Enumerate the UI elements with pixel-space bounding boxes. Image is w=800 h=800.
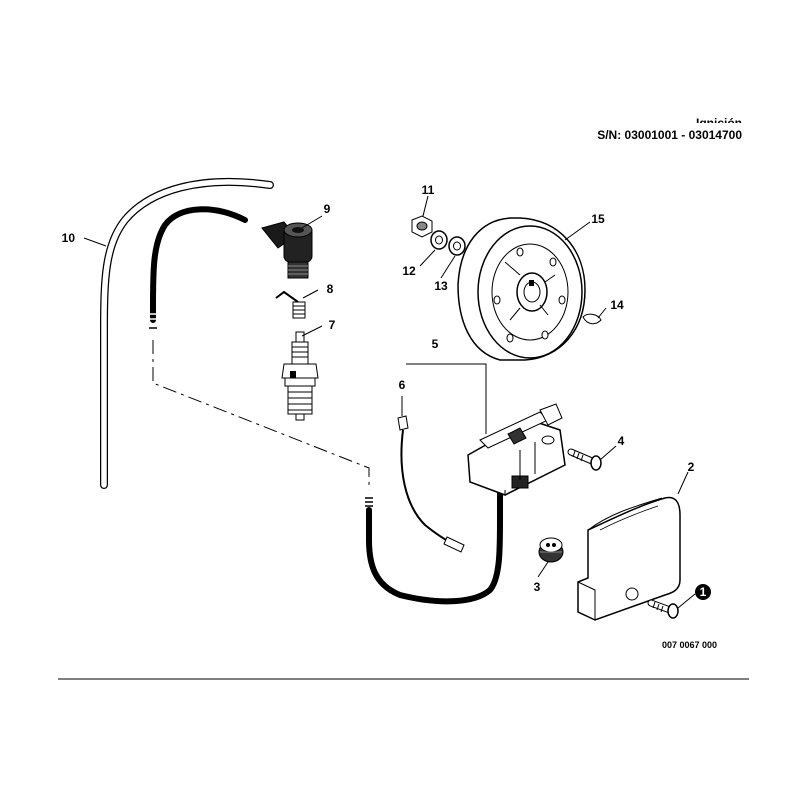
continuation-dashed-line	[152, 340, 370, 490]
washer-part	[448, 236, 466, 256]
spring-clip-part	[275, 290, 306, 319]
callout-11: 11	[422, 183, 435, 197]
callout-8: 8	[327, 282, 334, 296]
leader-lines	[83, 195, 696, 609]
short-circuit-wire-part	[397, 415, 465, 553]
cover-part	[577, 496, 681, 621]
callout-4: 4	[618, 434, 625, 448]
grommet-part	[538, 537, 564, 563]
callout-13: 13	[434, 279, 448, 293]
callout-5: 5	[432, 337, 439, 351]
flywheel-part	[457, 217, 586, 361]
ignition-lead-lower	[365, 487, 503, 605]
callout-1: 1	[700, 585, 707, 599]
callout-1-badge: 1	[695, 584, 711, 600]
callout-10: 10	[62, 231, 76, 245]
callout-9: 9	[324, 202, 331, 216]
hose-part	[100, 177, 274, 489]
ignition-lead-upper	[149, 206, 248, 329]
callout-7: 7	[329, 318, 336, 332]
nut-part	[411, 215, 433, 238]
ignition-module-part	[467, 403, 566, 496]
callout-6: 6	[399, 378, 406, 392]
callout-2: 2	[688, 460, 695, 474]
callout-14: 14	[610, 298, 624, 312]
screw-part	[647, 599, 679, 619]
spark-plug-boot-part	[261, 221, 313, 279]
woodruff-key-part	[582, 313, 602, 325]
spring-washer-part	[430, 230, 448, 250]
page-title: Ignición	[696, 116, 742, 123]
callout-12: 12	[402, 264, 416, 278]
callout-3: 3	[534, 580, 541, 594]
bolt-part	[567, 448, 602, 471]
serial-range: S/N: 03001001 - 03014700	[597, 128, 742, 142]
drawing-number: 007 0067 000	[662, 640, 718, 650]
spark-plug-part	[281, 331, 319, 421]
callout-15: 15	[591, 212, 605, 226]
